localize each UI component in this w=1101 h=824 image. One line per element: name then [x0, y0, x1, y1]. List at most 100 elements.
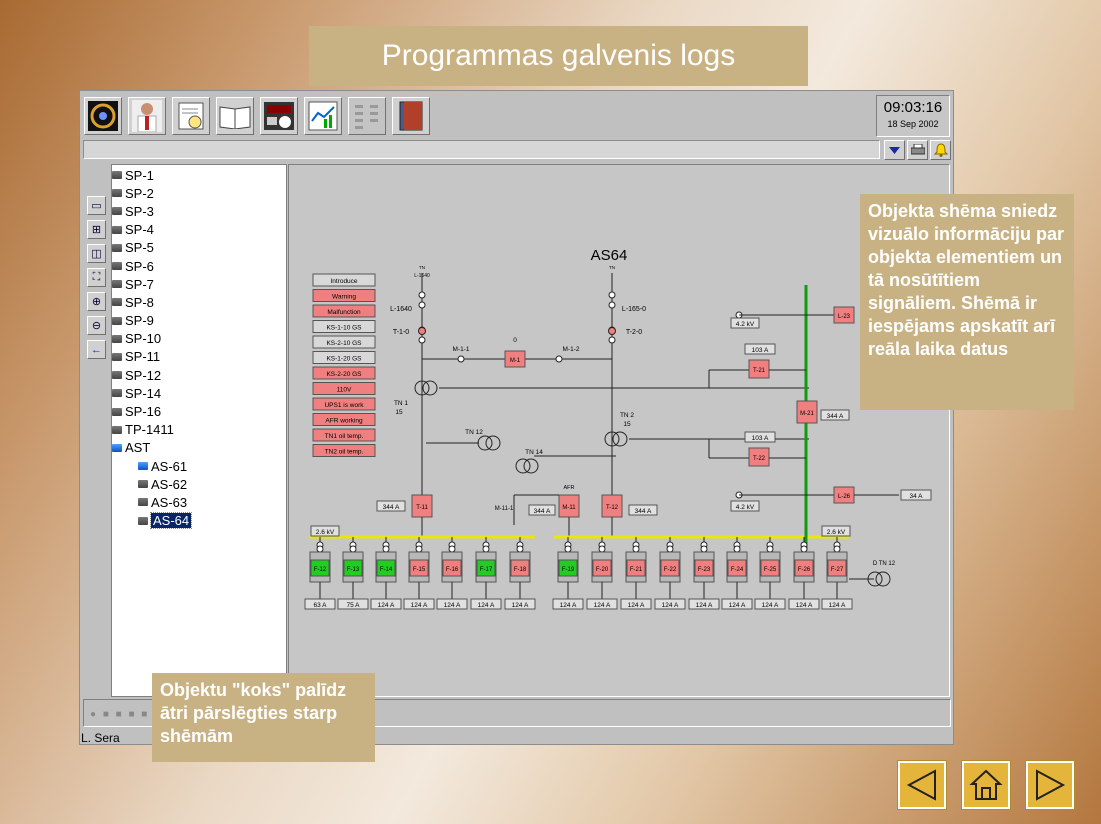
prev-slide-button[interactable]	[897, 760, 947, 810]
diagram-label: T-1-0	[393, 329, 409, 336]
substation-icon	[112, 189, 122, 198]
tree-item[interactable]: TP-1411	[112, 421, 286, 439]
switch-icon	[418, 291, 426, 299]
substation-icon	[112, 243, 122, 252]
folder-open-icon	[112, 443, 122, 452]
switch-icon	[564, 545, 572, 553]
value-label: 124 A	[378, 602, 395, 609]
diagram-label: M-11-1	[495, 506, 514, 512]
clipboard-clock-icon[interactable]	[172, 97, 210, 135]
path-field[interactable]	[83, 140, 880, 159]
back-arrow-icon[interactable]: ←	[87, 340, 106, 359]
status-indicator-box	[312, 320, 376, 333]
diagram-label: M-1	[510, 358, 521, 364]
value-label: 2.6 kV	[316, 529, 335, 536]
tree-item[interactable]: SP-10	[112, 330, 286, 348]
tree-item-label: SP-9	[125, 313, 154, 329]
tree-item[interactable]: SP-5	[112, 239, 286, 257]
next-slide-button[interactable]	[1025, 760, 1075, 810]
diagram-label: TN 2	[620, 412, 634, 419]
home-button[interactable]	[961, 760, 1011, 810]
status-indicator-label: TN1 oil temp.	[325, 433, 364, 440]
feeder-label: F-21	[630, 567, 643, 573]
switch-icon	[800, 545, 808, 553]
tree-item[interactable]: SP-3	[112, 202, 286, 220]
value-box	[820, 409, 850, 421]
window-split-icon[interactable]: ◫	[87, 244, 106, 263]
switch-icon	[608, 291, 616, 299]
value-label: 124 A	[696, 602, 713, 609]
measurement-panel-icon[interactable]	[260, 97, 298, 135]
value-box	[376, 500, 406, 512]
binder-icon[interactable]	[392, 97, 430, 135]
tree-item[interactable]: SP-1	[112, 166, 286, 184]
tree-item-label: SP-8	[125, 294, 154, 310]
signal-list-icon[interactable]	[348, 97, 386, 135]
value-label: 124 A	[762, 602, 779, 609]
feeder-breaker	[626, 559, 646, 577]
tree-item[interactable]: SP-2	[112, 184, 286, 202]
tree-toolbar: ▭ ⊞ ◫ ⛶ ⊕ ⊖ ←	[87, 196, 107, 364]
logo-icon[interactable]	[84, 97, 122, 135]
open-book-icon[interactable]	[216, 97, 254, 135]
dropdown-arrow-icon[interactable]	[884, 140, 905, 160]
tree-item[interactable]: SP-6	[112, 257, 286, 275]
tree-item[interactable]: AST	[112, 439, 286, 457]
diagram-label: 15	[395, 409, 403, 416]
window-single-icon[interactable]: ▭	[87, 196, 106, 215]
tree-item[interactable]: SP-12	[112, 366, 286, 384]
substation-icon	[112, 371, 122, 380]
tree-item[interactable]: SP-14	[112, 384, 286, 402]
tree-item[interactable]: SP-7	[112, 275, 286, 293]
switch-icon	[598, 545, 606, 553]
triangle-left-icon	[906, 769, 936, 801]
diagram-title: AS64	[591, 247, 628, 264]
substation-icon	[112, 334, 122, 343]
window-grid-icon[interactable]: ⊞	[87, 220, 106, 239]
tree-item[interactable]: AS-63	[112, 493, 286, 511]
status-indicator: ● ■ ■ ■ ■ ■ ■	[90, 709, 175, 720]
tree-item[interactable]: SP-8	[112, 293, 286, 311]
substation-icon	[138, 516, 148, 525]
diagram-tag: TN	[609, 265, 615, 270]
breaker-l23	[833, 306, 855, 324]
transformer-winding	[485, 435, 501, 451]
printer-icon[interactable]	[907, 140, 928, 160]
triangle-right-icon	[1036, 769, 1066, 801]
value-label: 2.6 kV	[827, 529, 846, 536]
tree-item[interactable]: AS-61	[112, 457, 286, 475]
feeder-label: F-23	[698, 567, 711, 573]
status-indicator-label: TN2 oil temp.	[325, 449, 364, 456]
alarm-bell-icon[interactable]	[930, 140, 951, 160]
switch-icon	[766, 545, 774, 553]
feeder-label: F-20	[596, 567, 609, 573]
feeder-breaker	[827, 559, 847, 577]
tree-item[interactable]: SP-9	[112, 312, 286, 330]
status-user: L. Sera	[81, 731, 120, 745]
value-box	[470, 598, 502, 610]
value-label: 344 A	[635, 508, 652, 515]
diagram-label: L-165-0	[622, 306, 646, 313]
tree-item[interactable]: AS-62	[112, 475, 286, 493]
value-box	[788, 598, 820, 610]
feeder-breaker	[310, 559, 330, 577]
value-box	[744, 343, 776, 355]
value-box	[304, 598, 336, 610]
tree-item-label: AS-63	[151, 494, 188, 510]
zoom-in-icon[interactable]: ⊕	[87, 292, 106, 311]
operator-photo-icon[interactable]	[128, 97, 166, 135]
switch-icon	[700, 545, 708, 553]
tree-item[interactable]: SP-16	[112, 402, 286, 420]
status-indicator-label: UPS1 is work	[324, 402, 364, 409]
value-box	[504, 598, 536, 610]
zoom-out-icon[interactable]: ⊖	[87, 316, 106, 335]
chart-icon[interactable]	[304, 97, 342, 135]
status-indicator-box	[312, 428, 376, 442]
fit-view-icon[interactable]: ⛶	[87, 268, 106, 287]
tree-item[interactable]: AS-64	[112, 512, 286, 530]
value-label: 124 A	[829, 602, 846, 609]
tree-item[interactable]: SP-4	[112, 221, 286, 239]
tree-item[interactable]: SP-11	[112, 348, 286, 366]
clock-time: 09:03:16	[883, 99, 943, 116]
